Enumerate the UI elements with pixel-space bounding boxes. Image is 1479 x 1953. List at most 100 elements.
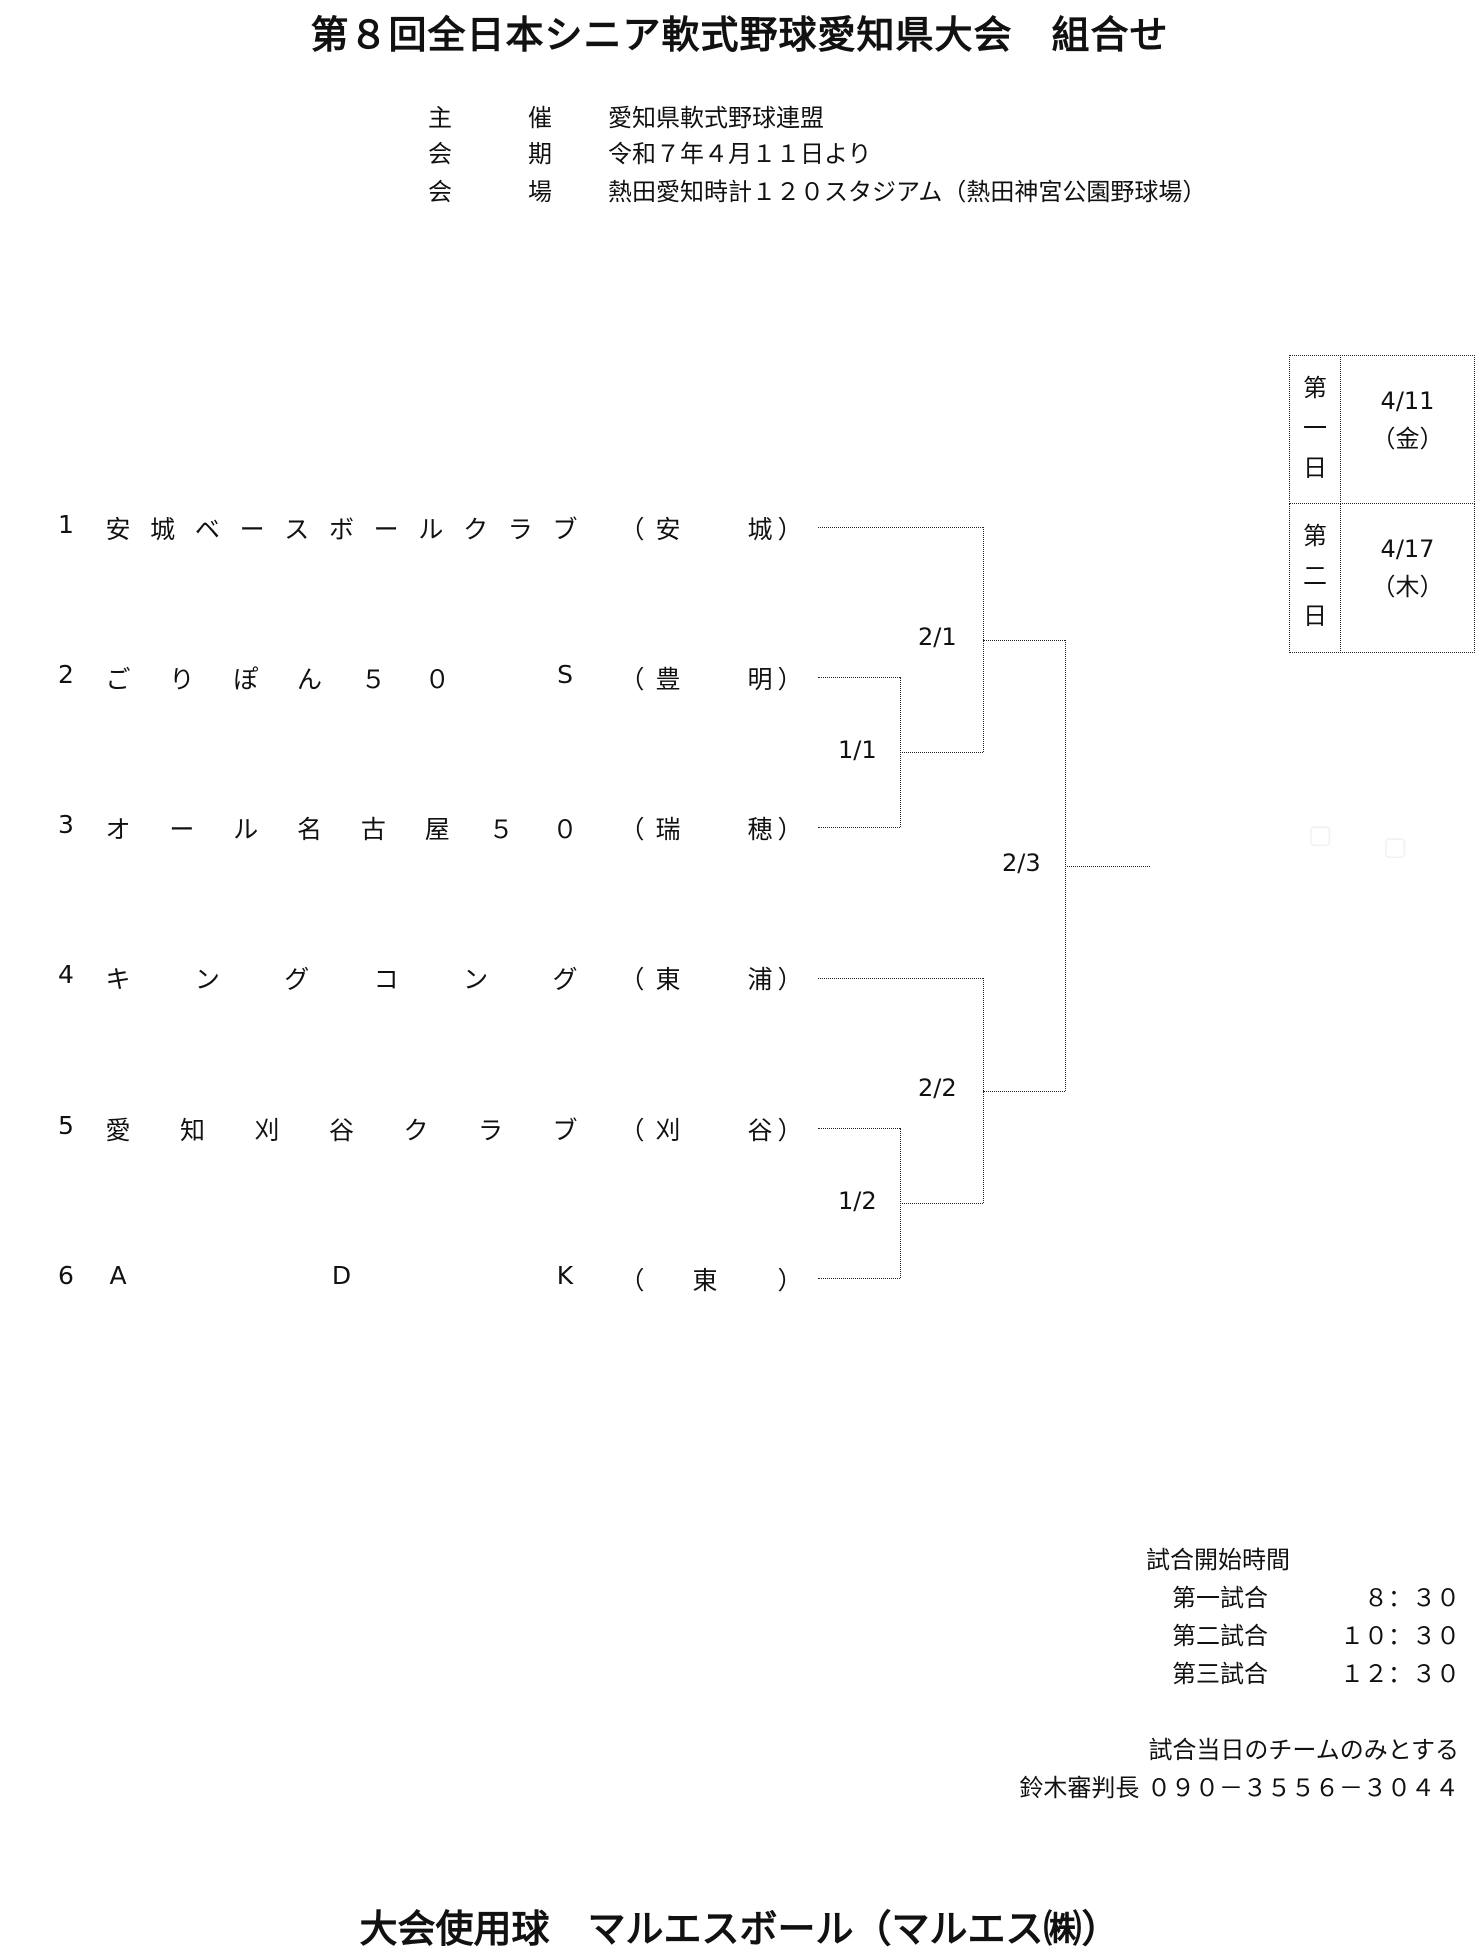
- info-value: 熱田愛知時計１２０スタジアム（熱田神宮公園野球場）: [608, 178, 1207, 206]
- team-area-char: 浦: [747, 965, 773, 994]
- team-name-char: り: [169, 665, 195, 694]
- bracket-line: [818, 827, 900, 828]
- team-name-char: ブ: [552, 515, 578, 544]
- team-name-char: 愛: [105, 1116, 131, 1145]
- team-name-char: ０: [552, 815, 578, 844]
- team-name-char: ル: [418, 515, 444, 544]
- team-name-char: ボ: [328, 515, 354, 544]
- game-time-value: １０：３０: [1340, 1622, 1460, 1650]
- team-name-char: ベ: [194, 515, 220, 544]
- info-label-char: 期: [528, 140, 552, 168]
- bracket-line: [983, 640, 1065, 641]
- team-name-char: ー: [239, 515, 265, 544]
- team-name-char: ク: [403, 1116, 429, 1145]
- team-area-char: 刈: [655, 1116, 681, 1145]
- info-value: 令和７年４月１１日より: [608, 140, 872, 168]
- match-date-final: 2/3: [1002, 849, 1041, 877]
- match-date-2-1: 2/1: [918, 623, 957, 651]
- team-area-char: ）: [777, 815, 803, 844]
- info-label-char: 催: [528, 104, 552, 132]
- team-area-char: 谷: [747, 1116, 773, 1145]
- game-time-value: ８：３０: [1364, 1584, 1460, 1612]
- team-seed: 5: [58, 1111, 74, 1140]
- note-umpire-contact: 鈴木審判長 ０９０－３５５６－３０４４: [1019, 1774, 1459, 1802]
- info-label-char: 場: [528, 178, 552, 206]
- team-name-char: ０: [424, 665, 450, 694]
- team-area-char: ）: [777, 965, 803, 994]
- info-label-char: 会: [428, 140, 452, 168]
- team-name-char: ン: [463, 965, 489, 994]
- day-label-char: 日: [1303, 602, 1327, 630]
- bracket-line: [818, 527, 983, 528]
- day-label-char: 日: [1303, 454, 1327, 482]
- schedule-date: 4/17: [1380, 535, 1435, 563]
- team-name-char: ク: [463, 515, 489, 544]
- info-label-char: 主: [428, 104, 452, 132]
- note-same-day: 試合当日のチームのみとする: [1148, 1736, 1459, 1764]
- bracket-line: [983, 1091, 1065, 1092]
- faint-ghost-mark: ▢: [1382, 832, 1408, 862]
- team-name-char: オ: [105, 815, 131, 844]
- team-area-char: 瑞: [655, 815, 681, 844]
- team-seed: 4: [58, 960, 74, 989]
- team-name-char: ン: [194, 965, 220, 994]
- team-area-char: 豊: [655, 665, 681, 694]
- match-date-1-2: 1/2: [838, 1187, 877, 1215]
- team-name-char: 屋: [424, 815, 450, 844]
- team-area-char: （: [619, 1116, 645, 1145]
- team-area-char: 穂: [747, 815, 773, 844]
- team-name-char: キ: [105, 965, 131, 994]
- schedule-day-cell: 第 二 日: [1289, 503, 1341, 653]
- team-name-char: ぽ: [233, 665, 259, 694]
- schedule-date-cell: 4/11 （金）: [1340, 355, 1475, 504]
- schedule-date: 4/11: [1380, 387, 1435, 415]
- bracket-line: [900, 1203, 983, 1204]
- team-name-char: 刈: [254, 1116, 280, 1145]
- info-label-char: 会: [428, 178, 452, 206]
- game-time-label: 第二試合: [1172, 1622, 1268, 1650]
- game-times-heading: 試合開始時間: [1146, 1546, 1290, 1574]
- team-name-char: ス: [284, 515, 310, 544]
- team-name-char: D: [331, 1261, 352, 1290]
- page-title: 第８回全日本シニア軟式野球愛知県大会 組合せ: [310, 13, 1169, 57]
- team-area-char: （: [619, 665, 645, 694]
- day-label-char: 第: [1303, 522, 1327, 550]
- game-time-label: 第一試合: [1172, 1584, 1268, 1612]
- team-name-char: ラ: [477, 1116, 503, 1145]
- bracket-line: [900, 752, 983, 753]
- team-name-char: 谷: [328, 1116, 354, 1145]
- team-area-char: 東: [655, 965, 681, 994]
- team-name-char: ル: [233, 815, 259, 844]
- day-label-char: 第: [1303, 374, 1327, 402]
- bracket-line: [1065, 640, 1066, 1091]
- team-name-char: ５: [488, 815, 514, 844]
- team-name-char: 城: [150, 515, 176, 544]
- team-area-char: ）: [777, 515, 803, 544]
- team-name-char: ん: [297, 665, 323, 694]
- team-area-char: 東: [692, 1266, 718, 1295]
- team-seed: 2: [58, 660, 74, 689]
- team-seed: 1: [58, 510, 74, 539]
- bracket-line: [818, 677, 900, 678]
- team-name-char: K: [556, 1261, 574, 1290]
- team-area-char: ）: [777, 665, 803, 694]
- team-name-char: S: [557, 660, 573, 689]
- team-name-char: ー: [373, 515, 399, 544]
- game-time-value: １２：３０: [1340, 1660, 1460, 1688]
- day-label-char: 一: [1303, 414, 1327, 442]
- team-name-char: ブ: [552, 1116, 578, 1145]
- schedule-day-cell: 第 一 日: [1289, 355, 1341, 504]
- game-time-label: 第三試合: [1172, 1660, 1268, 1688]
- bracket-line: [818, 1278, 900, 1279]
- team-area-char: 安: [655, 515, 681, 544]
- team-area-char: 城: [747, 515, 773, 544]
- team-area-char: 明: [747, 665, 773, 694]
- team-seed: 6: [58, 1261, 74, 1290]
- bracket-line: [983, 978, 984, 1203]
- schedule-date-cell: 4/17 （木）: [1340, 503, 1475, 653]
- team-area-char: （: [619, 965, 645, 994]
- team-name-char: A: [109, 1261, 127, 1290]
- team-name-char: グ: [552, 965, 578, 994]
- team-name-char: グ: [284, 965, 310, 994]
- team-name-char: ー: [169, 815, 195, 844]
